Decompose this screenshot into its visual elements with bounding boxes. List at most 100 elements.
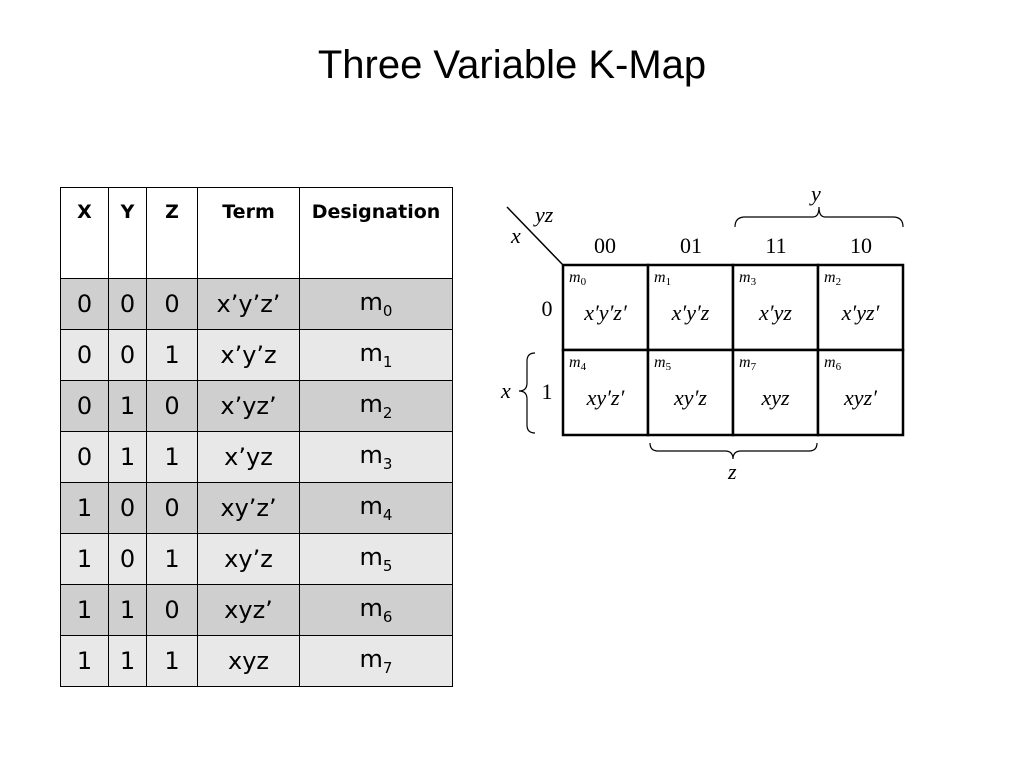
cell-x: 0 (60, 380, 109, 432)
cell-z: 1 (146, 533, 198, 585)
k-map-cell-border (646, 348, 735, 437)
col-label-10: 10 (850, 233, 872, 258)
cell-designation: m5 (299, 533, 453, 585)
cell-term: x’yz (197, 431, 300, 483)
k-map-grid: m0x′y′z′m1x′y′zm3x′yzm2x′yz′m4xy′z′m5xy′… (561, 263, 905, 437)
col-label-11: 11 (765, 233, 786, 258)
cell-designation: m1 (299, 329, 453, 381)
cell-term: xy’z’ (197, 482, 300, 534)
col-label-01: 01 (680, 233, 702, 258)
minterm-letter: m (359, 339, 383, 368)
brace-bottom-var: z (727, 459, 737, 484)
minterm-index: 3 (382, 454, 393, 473)
cell-y: 0 (108, 278, 147, 330)
cell-designation: m2 (299, 380, 453, 432)
cell-designation: m6 (299, 584, 453, 636)
brace-top (734, 206, 904, 228)
k-map-term: x′yz (758, 300, 792, 325)
header-y: Y (108, 187, 147, 279)
cell-term: xyz’ (197, 584, 300, 636)
k-map-minterm-label: m1 (654, 269, 671, 288)
k-map-cell: m1x′y′z (646, 263, 735, 352)
brace-bottom (649, 442, 818, 460)
cell-designation: m0 (299, 278, 453, 330)
k-map-term: x′y′z′ (583, 300, 628, 325)
cell-y: 0 (108, 533, 147, 585)
cell-term: x’y’z (197, 329, 300, 381)
header-z: Z (146, 187, 198, 279)
k-map-cell-border (731, 263, 820, 352)
cell-y: 0 (108, 329, 147, 381)
corner-col-vars: yz (533, 202, 554, 227)
cell-z: 0 (146, 482, 198, 534)
brace-left-var: x (500, 378, 511, 403)
brace-left (518, 352, 536, 434)
k-map-term: xyz (760, 385, 790, 410)
slide-title: Three Variable K-Map (317, 43, 707, 87)
minterm-index: 0 (382, 301, 393, 320)
header-x: X (60, 187, 109, 279)
cell-y: 1 (108, 380, 147, 432)
cell-z: 0 (146, 380, 198, 432)
brace-top-var: y (809, 181, 821, 206)
minterm-index: 7 (382, 658, 393, 677)
k-map-term: xy′z′ (586, 385, 626, 410)
k-map-cell: m2x′yz′ (816, 263, 905, 352)
cell-z: 1 (146, 431, 198, 483)
cell-y: 1 (108, 584, 147, 636)
cell-designation: m3 (299, 431, 453, 483)
minterm-letter: m (359, 390, 383, 419)
cell-z: 1 (146, 635, 198, 687)
k-map-minterm-label: m0 (569, 269, 587, 288)
k-map-cell-border (816, 348, 905, 437)
row-label-1: 1 (542, 379, 553, 404)
cell-x: 0 (60, 329, 109, 381)
k-map-term: x′y′z (671, 300, 710, 325)
minterm-letter: m (359, 288, 383, 317)
cell-term: x’yz’ (197, 380, 300, 432)
cell-y: 1 (108, 431, 147, 483)
k-map-minterm-label: m5 (654, 354, 672, 373)
cell-term: xyz (197, 635, 300, 687)
k-map-cell: m0 x′y′z′ (561, 263, 650, 352)
minterm-index: 6 (382, 607, 393, 626)
minterm-index: 1 (382, 352, 393, 371)
minterm-index: 4 (382, 505, 393, 524)
minterm-letter: m (359, 645, 383, 674)
header-term: Term (197, 187, 300, 279)
k-map: yz x y 00 01 11 10 0 1 x m0x′y′z′m1x′y′z… (500, 181, 905, 484)
k-map-cell-border (731, 348, 820, 437)
k-map-minterm-label: m7 (739, 354, 757, 373)
k-map-minterm-label: m3 (739, 269, 757, 288)
header-designation: Designation (299, 187, 453, 279)
k-map-minterm-label: m2 (824, 269, 841, 288)
k-map-cell: m3x′yz (731, 263, 820, 352)
minterm-letter: m (359, 492, 383, 521)
cell-z: 1 (146, 329, 198, 381)
cell-z: 0 (146, 278, 198, 330)
corner-row-var: x (510, 223, 521, 248)
cell-term: x’y’z’ (197, 278, 300, 330)
cell-x: 0 (60, 431, 109, 483)
k-map-minterm-label: m6 (824, 354, 842, 373)
minterm-index: 5 (382, 556, 393, 575)
minterm-letter: m (359, 594, 383, 623)
cell-x: 1 (60, 533, 109, 585)
cell-y: 0 (108, 482, 147, 534)
cell-x: 0 (60, 278, 109, 330)
cell-designation: m4 (299, 482, 453, 534)
k-map-term: x′yz′ (841, 300, 881, 325)
k-map-term: xy′z (673, 385, 707, 410)
